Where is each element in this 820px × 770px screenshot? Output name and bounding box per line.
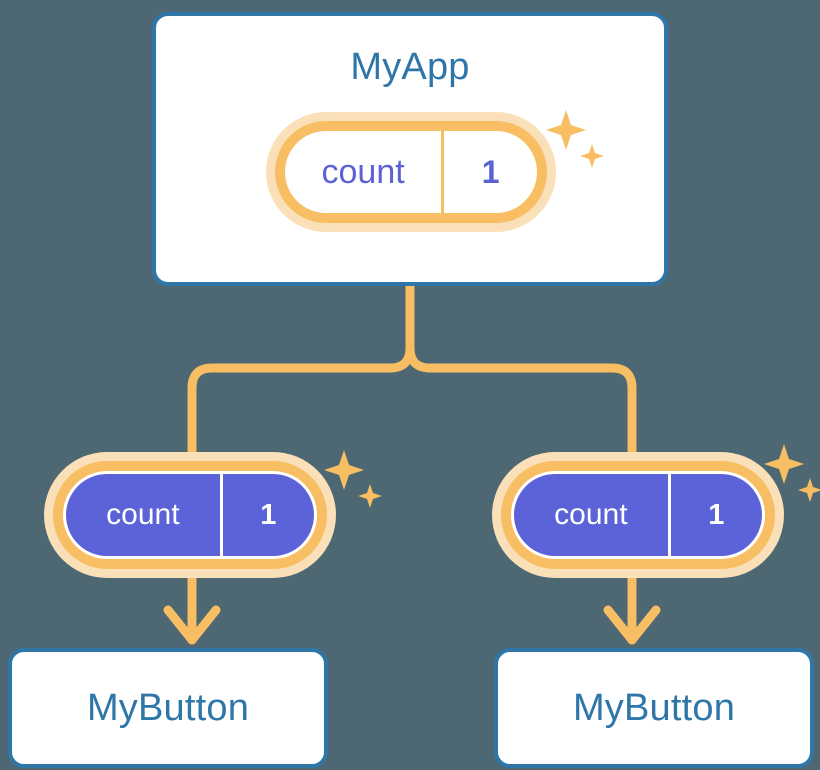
state-value: 1 — [667, 474, 762, 556]
state-pill-ring: count 1 — [53, 461, 327, 569]
sparkle-large-icon — [324, 450, 364, 490]
state-pill-child-left[interactable]: count 1 — [44, 452, 336, 578]
state-value: 1 — [441, 131, 537, 213]
state-pill-root[interactable]: count 1 — [266, 112, 556, 232]
component-card-mybutton-left[interactable]: MyButton — [8, 648, 328, 768]
state-pill-body: count 1 — [285, 131, 537, 213]
down-arrow-icon — [603, 605, 661, 645]
tree-branch-connector — [405, 281, 637, 457]
down-arrow-icon — [163, 605, 221, 645]
state-pill-ring: count 1 — [275, 121, 547, 223]
state-pill-body: count 1 — [511, 471, 765, 559]
tree-branch-connector — [187, 281, 415, 457]
state-pill-child-right[interactable]: count 1 — [492, 452, 784, 578]
component-card-mybutton-right[interactable]: MyButton — [494, 648, 814, 768]
state-pill-ring: count 1 — [501, 461, 775, 569]
component-title: MyApp — [350, 46, 470, 88]
sparkle-small-icon — [798, 478, 820, 502]
component-title: MyButton — [86, 687, 250, 729]
state-key: count — [514, 474, 668, 556]
state-key: count — [321, 153, 405, 191]
state-value: 1 — [219, 474, 314, 556]
state-key: count — [66, 474, 220, 556]
state-pill-body: count 1 — [63, 471, 317, 559]
component-title: MyButton — [572, 687, 736, 729]
sparkle-small-icon — [358, 484, 382, 508]
